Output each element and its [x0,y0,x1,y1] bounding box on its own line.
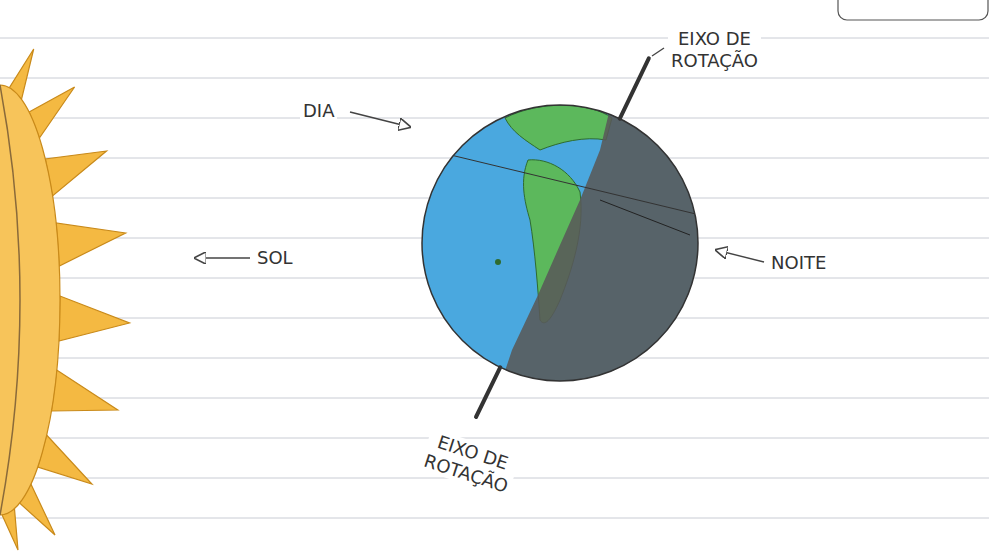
sun-drawing [0,49,130,550]
text-label: SOL [254,247,296,269]
leader-lines [195,48,764,262]
rotation-axis [476,58,649,417]
earth-outline [422,105,698,381]
text-label: NOITE [768,252,829,274]
earth-globe [420,100,712,392]
ruled-lines [0,38,989,518]
corner-box [838,0,988,20]
text-label: EIXO DE ROTAÇÃO [668,28,761,71]
text-label: DIA [300,100,337,122]
